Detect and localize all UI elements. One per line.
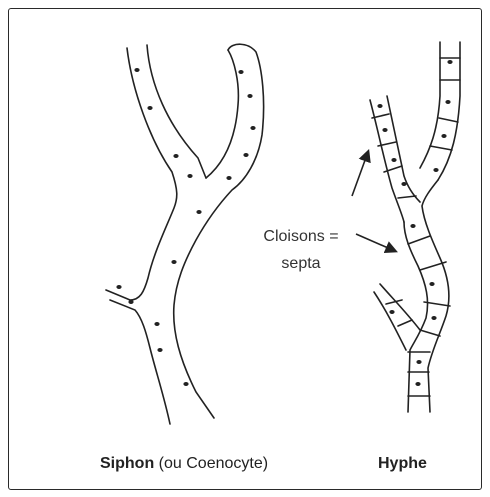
hyphe-nuclei: [377, 60, 452, 386]
siphon-caption-rest: (ou Coenocyte): [154, 455, 268, 472]
nucleus: [134, 68, 139, 72]
nucleus: [157, 348, 162, 352]
nucleus: [401, 182, 406, 186]
nucleus: [183, 382, 188, 386]
nucleus: [173, 154, 178, 158]
arrow-upper: [352, 152, 368, 196]
nucleus: [389, 310, 394, 314]
nucleus: [226, 176, 231, 180]
siphon-nuclei: [116, 68, 255, 386]
arrow-lower: [356, 234, 395, 251]
nucleus: [187, 174, 192, 178]
nucleus: [431, 316, 436, 320]
nucleus: [410, 224, 415, 228]
nucleus: [429, 282, 434, 286]
siphon-drawing: [106, 44, 264, 424]
nucleus: [445, 100, 450, 104]
nucleus: [116, 285, 121, 289]
annotation-line-1: Cloisons =: [246, 223, 356, 250]
nucleus: [416, 360, 421, 364]
septa-annotation: Cloisons = septa: [246, 223, 356, 277]
nucleus: [377, 104, 382, 108]
siphon-caption-bold: Siphon: [100, 455, 154, 472]
nucleus: [391, 158, 396, 162]
nucleus: [382, 128, 387, 132]
nucleus: [147, 106, 152, 110]
annotation-line-2: septa: [246, 250, 356, 277]
hyphe-caption: Hyphe: [378, 455, 427, 473]
nucleus: [238, 70, 243, 74]
siphon-caption: Siphon (ou Coenocyte): [100, 455, 268, 473]
nucleus: [196, 210, 201, 214]
nucleus: [447, 60, 452, 64]
annotation-arrows: [352, 152, 395, 251]
nucleus: [250, 126, 255, 130]
nucleus: [433, 168, 438, 172]
nucleus: [243, 153, 248, 157]
nucleus: [154, 322, 159, 326]
nucleus: [441, 134, 446, 138]
nucleus: [415, 382, 420, 386]
nucleus: [128, 300, 133, 304]
nucleus: [247, 94, 252, 98]
nucleus: [171, 260, 176, 264]
